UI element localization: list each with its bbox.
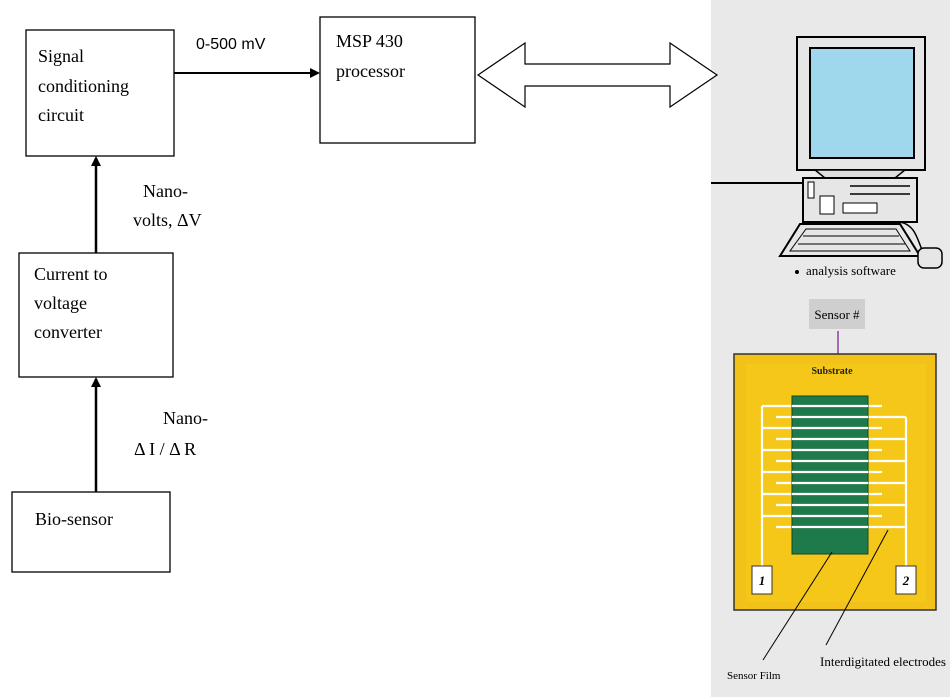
processor-block: MSP 430 processor: [319, 16, 476, 144]
signal-conditioning-block: Signal conditioning circuit: [25, 29, 175, 157]
monitor-screen: [809, 47, 915, 159]
sensor-film-leader: [762, 551, 833, 661]
bidirectional-arrow: [476, 41, 719, 109]
svg-text:Current to voltage: Current to voltage converter: [34, 264, 112, 342]
sensor-film: [791, 395, 869, 555]
current-to-voltage-block: Current to voltage converter: [18, 252, 174, 378]
voltage-range-label: 0-500 mV: [196, 36, 266, 53]
sensor-tag-label: Sensor #: [814, 307, 860, 322]
signal-conditioning-line-2: conditioning: [38, 76, 129, 96]
electrodes-label: Interdigitated electrodes: [820, 654, 946, 669]
mouse-cable: [899, 221, 923, 251]
current-to-voltage-line-2: voltage: [34, 293, 87, 313]
nano-current-line-1: Nano-: [163, 408, 208, 428]
mouse: [917, 247, 943, 269]
signal-conditioning-line-1: Signal: [38, 46, 84, 66]
contact-pad-2: [895, 565, 917, 595]
contact-pad-2-label: 2: [902, 573, 910, 588]
svg-text:MSP 430 processor: MSP 430 processor: [336, 31, 407, 81]
computer-caption: analysis software: [806, 263, 896, 278]
sensor-film-label: Sensor Film: [727, 670, 781, 682]
contact-pad-1-label: 1: [759, 573, 766, 588]
processor-line-2: processor: [336, 61, 405, 81]
contact-pad-1: [751, 565, 773, 595]
svg-text:Signal conditioning: Signal conditioning circuit: [38, 46, 134, 125]
nano-current-line-2: Δ I / Δ R: [134, 439, 196, 459]
current-to-voltage-line-1: Current to: [34, 264, 108, 284]
computer-illustration: [778, 36, 943, 269]
caption-bullet: [795, 270, 799, 274]
bio-sensor-label: Bio-sensor: [35, 509, 113, 529]
signal-conditioning-line-3: circuit: [38, 105, 84, 125]
nano-volts-line-1: Nano-: [143, 181, 188, 201]
film-electrode-fingers: [792, 404, 868, 529]
sensor-substrate: Substrate: [733, 353, 937, 611]
nano-volts-line-2: volts, ΔV: [133, 210, 202, 230]
current-to-voltage-line-3: converter: [34, 322, 102, 342]
bio-sensor-block: Bio-sensor: [11, 491, 171, 573]
processor-line-1: MSP 430: [336, 31, 403, 51]
substrate-label: Substrate: [811, 366, 853, 377]
svg-text:Nano- Δ I / Δ R: Nano- Δ I / Δ R: [134, 408, 212, 459]
sensor-tag-box: [809, 299, 865, 329]
electrodes-leader: [825, 529, 889, 646]
svg-text:Nano- volts, ΔV: Nano- volts, ΔV: [133, 181, 202, 230]
